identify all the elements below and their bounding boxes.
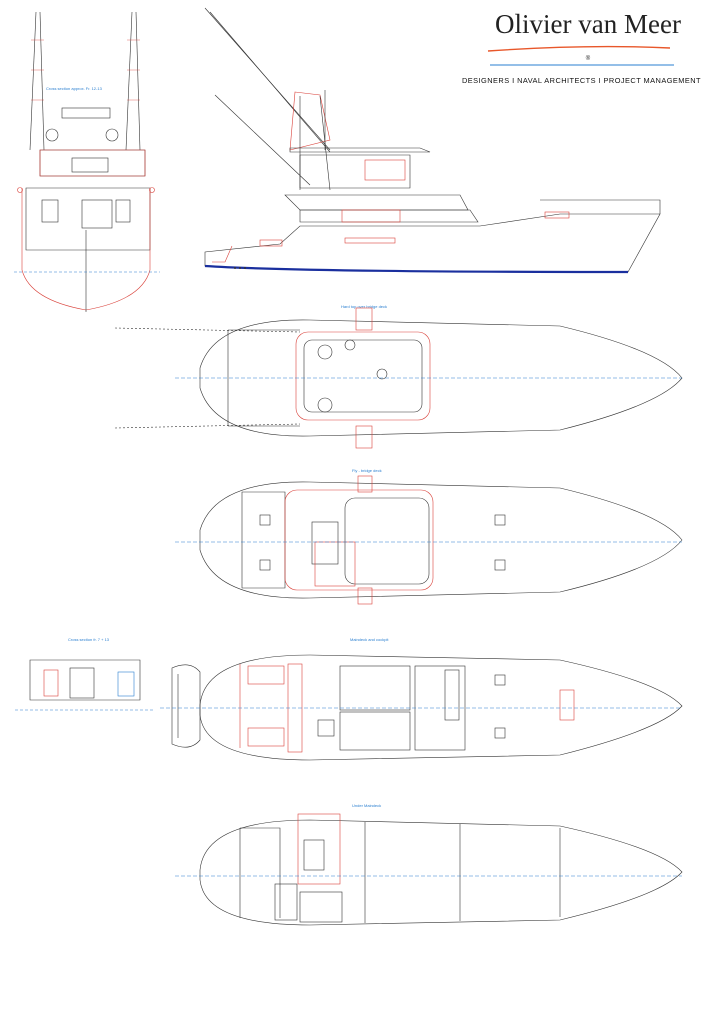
caption-maindeck: Maindeck and cockpit	[350, 637, 389, 642]
caption-hardtop: Hard top over bridge deck	[341, 304, 388, 309]
maindeck-plan-view	[160, 654, 683, 761]
brand-underline	[487, 45, 671, 52]
profile-view	[204, 7, 661, 274]
registered-mark: ®	[585, 56, 591, 62]
under-maindeck-plan-view	[175, 813, 683, 926]
brand-name: Olivier van Meer	[495, 9, 681, 39]
cross-section-tuna-tower-view	[14, 11, 160, 312]
tagline: DESIGNERS I NAVAL ARCHITECTS I PROJECT M…	[462, 76, 702, 85]
flybridge-plan-view	[175, 475, 683, 605]
caption-cross-section-tuna-tower: Cross section approx. Fr. 12-13	[46, 86, 102, 91]
caption-under-maindeck: Under Maindeck	[352, 803, 382, 808]
tagline-rule	[490, 64, 674, 66]
cross-section-cockpit-view	[15, 659, 155, 711]
hardtop-plan-view	[114, 307, 683, 449]
brand-logo: Olivier van Meer ®	[470, 8, 706, 62]
caption-cross-section-cockpit: Cross section fr. 7 + 13	[68, 637, 110, 642]
caption-flybridge: Fly - bridge deck	[352, 468, 382, 473]
